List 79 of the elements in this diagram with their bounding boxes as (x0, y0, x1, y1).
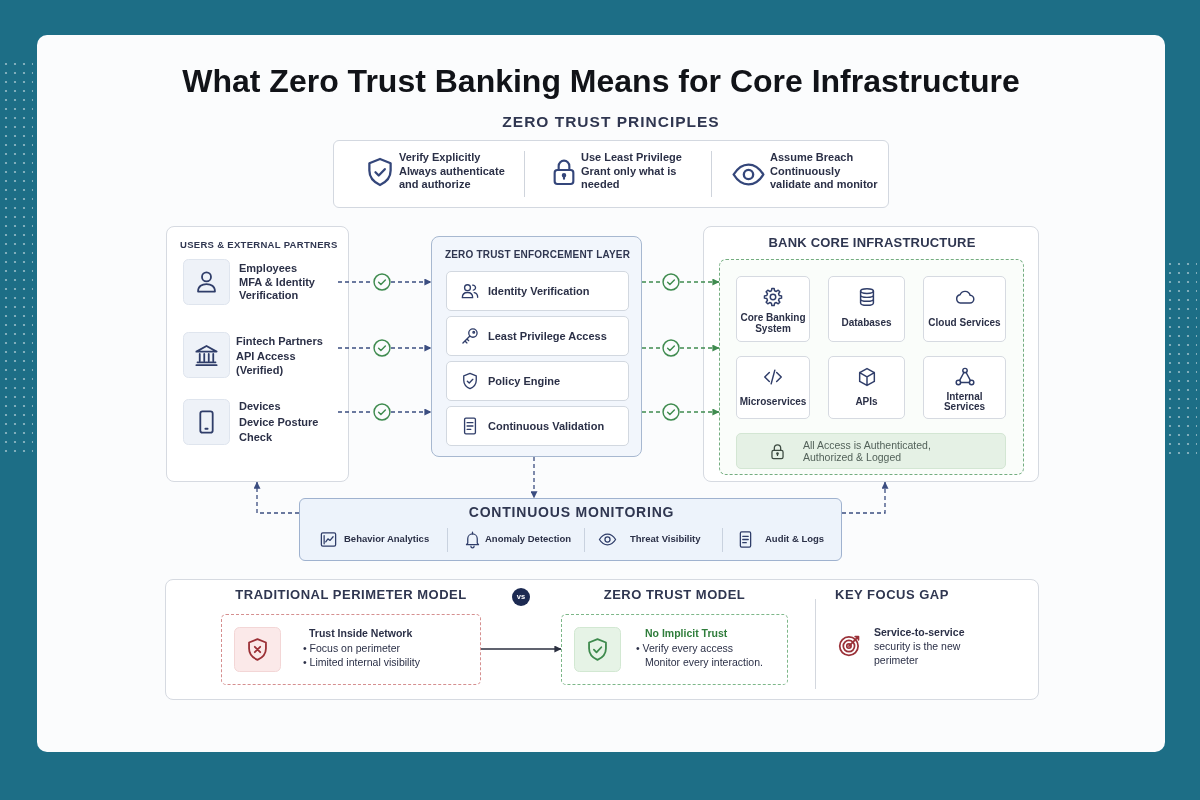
principle-text: Grant only what is needed (581, 164, 678, 192)
dashed-arrow (390, 344, 432, 352)
feature-label: Behavior Analytics (344, 533, 430, 545)
feature-label: Threat Visibility (630, 533, 701, 545)
monitoring-panel (299, 498, 842, 561)
service-card (828, 356, 905, 419)
item-label: Continuous Validation (488, 419, 606, 433)
service-card (923, 356, 1006, 419)
service-card (736, 356, 810, 419)
service-label: Cloud Services (927, 318, 1002, 329)
enforcement-panel (431, 236, 642, 457)
list-item: • Limited internal visibility (303, 655, 421, 670)
check-circle-icon (662, 403, 680, 421)
item-label: Identity Verification (488, 284, 591, 298)
dashed-arrow (253, 481, 300, 514)
member-text: API Access (Verified) (236, 348, 297, 378)
check-circle-icon (373, 273, 391, 291)
item-label: Policy Engine (488, 374, 562, 388)
layer-item-card (446, 316, 629, 356)
dashed-arrow (390, 408, 432, 416)
dashed-arrow (841, 481, 889, 514)
dashed-arrow (530, 456, 538, 499)
member-text: MFA & Identity Verification (239, 275, 316, 303)
layer-item-card (446, 271, 629, 311)
section-heading: ZERO TRUST MODEL (603, 587, 746, 603)
member-title: Employees (239, 262, 299, 276)
service-label: APIs (854, 396, 879, 408)
infrastructure-panel (703, 226, 1039, 482)
principle-title: Use Least Privilege (581, 151, 683, 165)
note-text: All Access is Authenticated, Authorized & Logged (803, 438, 932, 464)
panel-heading: ZERO TRUST ENFORCEMENT LAYER (444, 248, 631, 262)
access-note-banner (736, 433, 1006, 469)
model-title: No Implicit Trust (645, 626, 729, 641)
arrow (480, 645, 562, 653)
layer-item-card (446, 406, 629, 446)
check-circle-icon (373, 339, 391, 357)
dashed-line (641, 281, 663, 283)
principle-text: Always authenticate and authorize (399, 164, 506, 192)
service-label: Databases (840, 318, 893, 329)
panel-heading: BANK CORE INFRASTRUCTURE (768, 235, 976, 251)
member-title: Fintech Partners (236, 334, 324, 349)
layer-item-card (446, 361, 629, 401)
member-title: Devices (239, 399, 282, 414)
principle-text: Continuously validate and monitor (770, 164, 879, 192)
section-heading: ZERO TRUST PRINCIPLES (502, 112, 720, 132)
service-card (828, 276, 905, 342)
feature-label: Anomaly Detection (485, 533, 572, 545)
check-circle-icon (373, 403, 391, 421)
check-circle-icon (662, 339, 680, 357)
dashed-arrow (679, 344, 720, 352)
feature-label: Audit & Logs (765, 533, 825, 545)
panel-heading: USERS & EXTERNAL PARTNERS (180, 238, 338, 252)
dashed-line (641, 411, 663, 413)
secure-zone (719, 259, 1024, 475)
service-label: Internal Services (942, 391, 987, 413)
page-title: What Zero Trust Banking Means for Core Infrastructure (182, 62, 1020, 101)
check-circle-icon (662, 273, 680, 291)
list-item: • Verify every access (636, 640, 735, 655)
list-item: Monitor every interaction. (645, 655, 764, 670)
service-card (736, 276, 810, 342)
dashed-line (641, 347, 663, 349)
service-label: Microservices (738, 396, 808, 408)
member-text: Device Posture Check (239, 414, 320, 445)
section-heading: KEY FOCUS GAP (835, 587, 949, 603)
group-panel (166, 226, 349, 482)
list-item: • Focus on perimeter (303, 640, 402, 655)
model-title: Trust Inside Network (309, 626, 414, 641)
comparison-panel (165, 579, 1039, 700)
principle-title: Verify Explicitly (399, 151, 482, 165)
dashed-arrow (679, 408, 720, 416)
service-label: Core Banking System (739, 313, 807, 334)
section-heading: TRADITIONAL PERIMETER MODEL (235, 587, 467, 603)
section-heading: CONTINUOUS MONITORING (468, 503, 675, 521)
dashed-arrow (390, 278, 432, 286)
dashed-arrow (679, 278, 720, 286)
item-label: Least Privilege Access (488, 329, 608, 343)
service-card (923, 276, 1006, 342)
focus-note: Service-to-service security is the new perimeter (874, 625, 966, 667)
principle-title: Assume Breach (770, 151, 855, 165)
